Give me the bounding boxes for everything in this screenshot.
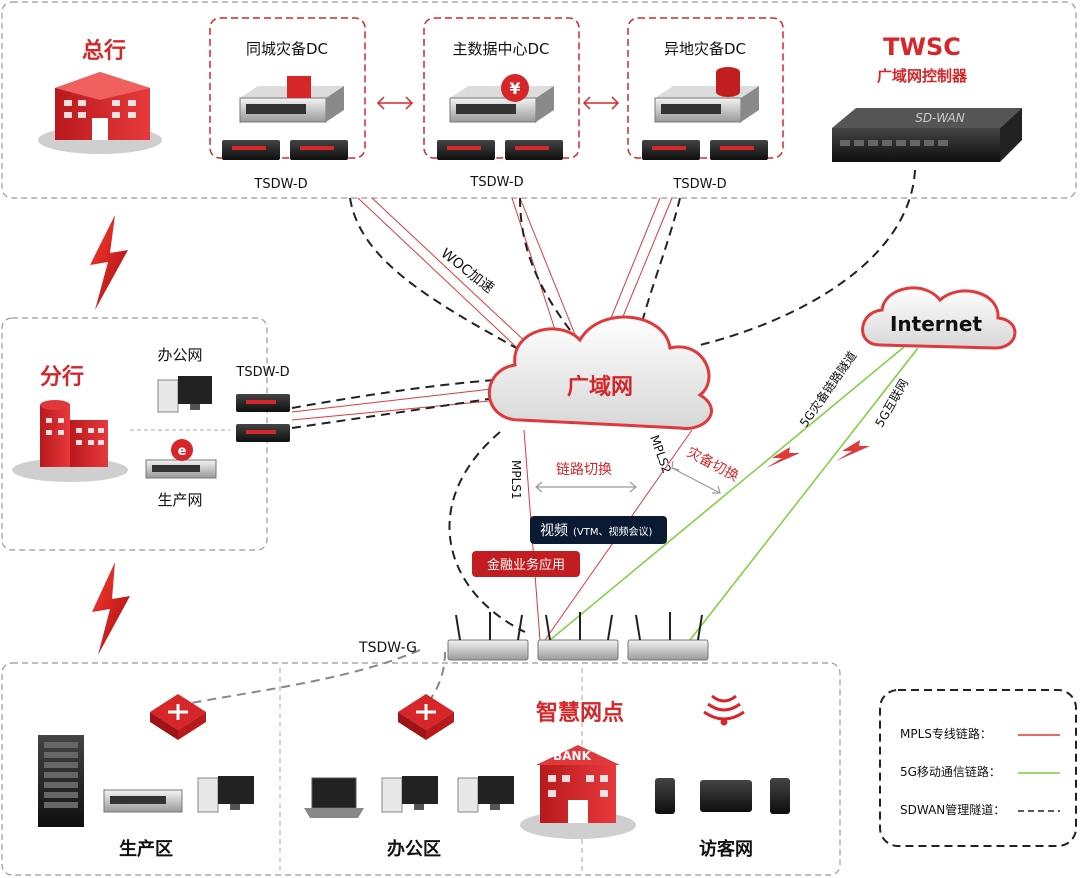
wifi-icon — [703, 694, 745, 726]
tsdw-d-label: TSDW-D — [672, 177, 726, 192]
sd-wan-controller-icon — [832, 108, 1022, 162]
legend-sdwan-label: SDWAN管理隧道： — [900, 802, 1005, 817]
desktop-computer-icon — [457, 776, 514, 813]
branch-building-icon — [12, 400, 128, 482]
server-icon — [654, 67, 759, 123]
finance-label: 金融业务应用 — [487, 557, 565, 573]
tsdw-g-label: TSDW-G — [358, 640, 417, 656]
guest-net-label: 访客网 — [699, 838, 753, 860]
office-net-label: 办公网 — [157, 346, 202, 364]
production-net-label: 生产网 — [157, 491, 202, 509]
tsdw-d-label: TSDW-D — [469, 175, 523, 190]
desktop-computer-icon — [381, 776, 438, 813]
double-arrow-icon — [582, 96, 620, 110]
hq-title: 总行 — [82, 38, 126, 64]
desktop-computer-icon — [157, 376, 212, 413]
link-switch-label: 链路切换 — [556, 461, 612, 478]
branch-tsdw-d-devices — [236, 394, 290, 442]
dc-remote-label: 异地灾备DC — [664, 40, 746, 58]
network-switch-icon — [150, 694, 206, 740]
branch-title: 分行 — [40, 364, 84, 390]
branch-tsdw-d-label: TSDW-D — [235, 365, 289, 380]
server-rack-icon — [38, 735, 84, 827]
smartphone-icon — [655, 778, 675, 814]
bank-sign: BANK — [553, 749, 591, 763]
dc-main-frame — [423, 17, 580, 159]
tsdw-d-label: TSDW-D — [253, 177, 307, 192]
video-badge — [530, 516, 667, 544]
5g-dr-tunnel-label: 5G灾备链路隧道 — [796, 348, 859, 429]
tsdw-g-router-icons — [447, 612, 709, 661]
wan-cloud-icon — [487, 315, 713, 430]
smart-outlet-title: 智慧网点 — [536, 700, 624, 726]
twsc-subtitle: 广域网控制器 — [877, 67, 968, 85]
server-icon — [103, 789, 183, 813]
network-switch-icon — [398, 694, 454, 740]
office-zone-label: 办公区 — [387, 838, 441, 860]
svg-text:e: e — [178, 444, 187, 459]
double-arrow-icon — [376, 96, 414, 110]
dr-switch-arrow — [671, 460, 721, 494]
finance-badge — [472, 551, 580, 577]
twsc-title: TWSC — [883, 33, 961, 61]
internet-label: Internet — [890, 312, 982, 336]
server-icon: e — [145, 439, 217, 479]
legend-5g-label: 5G移动通信链路： — [900, 764, 1001, 779]
5g-internet-label: 5G互联网 — [872, 377, 911, 430]
branch-frame — [1, 317, 268, 551]
lightning-small-icon — [836, 440, 870, 461]
production-zone-label: 生产区 — [119, 838, 173, 860]
tablet-icon — [700, 780, 752, 812]
server-icon: ¥ — [449, 74, 554, 123]
svg-text:¥: ¥ — [509, 79, 520, 98]
wan-cloud-label: 广域网 — [567, 374, 633, 400]
tsdw-d-devices — [222, 140, 768, 160]
lightning-small-icon — [766, 447, 800, 468]
link-switch-arrow — [535, 481, 637, 493]
smartphone-icon — [770, 778, 790, 814]
outlet-frame — [1, 662, 841, 876]
dc-main-label: 主数据中心DC — [452, 40, 549, 58]
5g-lines — [549, 341, 919, 641]
mpls1-label: MPLS1 — [509, 460, 523, 500]
controller-device-text: SD-WAN — [915, 111, 964, 125]
bank-building-icon — [520, 745, 636, 839]
laptop-icon — [304, 777, 364, 818]
hq-building-icon — [38, 72, 162, 154]
internet-cloud-icon — [861, 286, 1017, 350]
dc-same-city-frame — [209, 17, 366, 159]
sdwan-tunnels — [179, 169, 916, 706]
legend-frame — [879, 689, 1077, 847]
dc-same-city-label: 同城灾备DC — [246, 40, 328, 58]
video-sub-label: (VTM、视频会议) — [573, 525, 652, 538]
video-label: 视频 — [540, 523, 568, 539]
legend-mpls-label: MPLS专线链路： — [900, 726, 992, 741]
lightning-icon — [90, 215, 128, 310]
server-icon — [239, 76, 344, 123]
mpls2-label: MPLS2 — [647, 433, 674, 475]
woc-label: WOC加速 — [438, 246, 497, 297]
lightning-icon — [92, 562, 130, 655]
desktop-computer-icon — [197, 776, 254, 813]
dc-remote-frame — [627, 17, 784, 159]
